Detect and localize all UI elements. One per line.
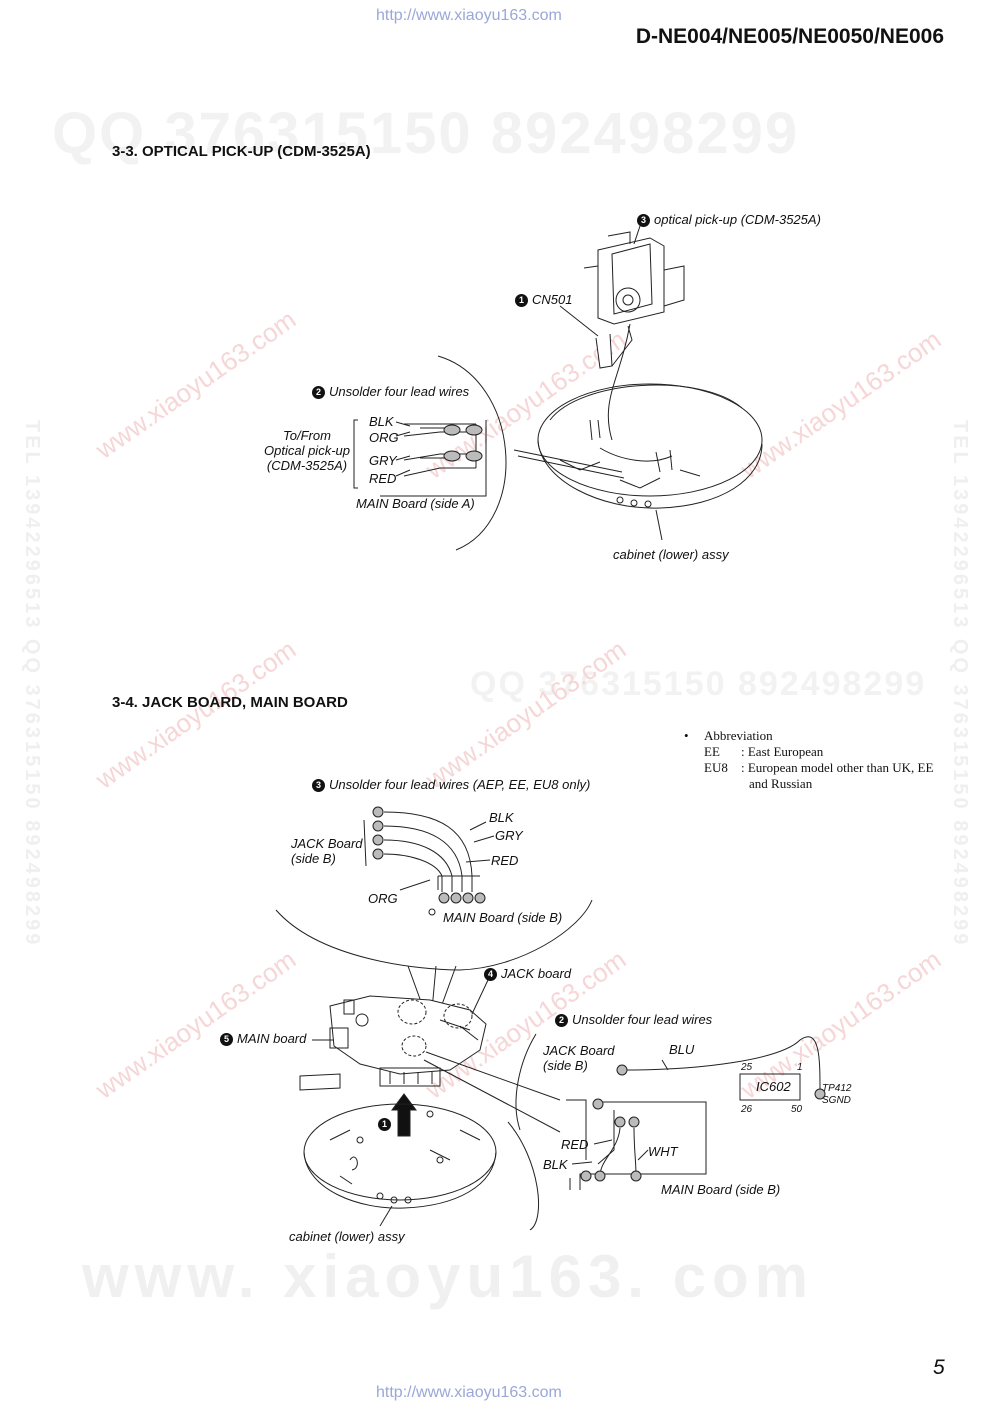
cabinet-drawing-top — [537, 383, 763, 509]
to-from-line-3: (CDM-3525A) — [266, 458, 348, 473]
jack-board-right-line-1: JACK Board — [543, 1043, 615, 1058]
step-1-text: CN501 — [532, 292, 573, 307]
ic602-box — [739, 1073, 801, 1101]
abbrev-eu8-row: EU8 : European model other than UK, EE — [684, 760, 933, 776]
watermark-side-left: TEL 13942296513 QQ 376315150 892498299 — [21, 420, 43, 948]
wire-label-blk-b: BLK — [489, 810, 514, 825]
watermark-side-right: TEL 13942296513 QQ 376315150 892498299 — [949, 420, 971, 948]
step-4-badge: 4 — [484, 968, 497, 981]
label-main-board-b: MAIN Board (side B) — [443, 910, 563, 925]
ic-pin-26: 26 — [741, 1104, 753, 1115]
label-cabinet-bottom: cabinet (lower) assy — [289, 1229, 405, 1244]
ic-pin-1: 1 — [797, 1062, 803, 1073]
to-from-line-1: To/From — [283, 428, 331, 443]
watermark-domain-large: www. xiaoyu163. com — [82, 1243, 815, 1310]
abbrev-ee-key: EE — [704, 744, 720, 759]
section-3-3-title: 3-3. OPTICAL PICK-UP (CDM-3525A) — [112, 143, 371, 160]
lift-arrow — [391, 1093, 417, 1137]
footer-url[interactable]: http://www.xiaoyu163.com — [376, 1384, 562, 1401]
label-to-from: To/From Optical pick-up (CDM-3525A) — [262, 428, 352, 473]
step-3-badge: 3 — [637, 214, 650, 227]
step-5-text: MAIN board — [237, 1031, 307, 1046]
label-jack-board-b: JACK Board (side B) — [291, 836, 363, 866]
step-2-badge: 2 — [312, 386, 325, 399]
step-2-text: Unsolder four lead wires — [329, 384, 470, 399]
wire-label-gry-b: GRY — [495, 828, 523, 843]
label-jack-board-right: JACK Board (side B) — [543, 1043, 615, 1073]
label-optical-pickup: 3 optical pick-up (CDM-3525A) — [637, 212, 821, 227]
model-title: D-NE004/NE005/NE0050/NE006 — [635, 25, 944, 48]
label-main-board-a: MAIN Board (side A) — [356, 496, 475, 511]
abbrev-eu8-row-2: and Russian — [684, 776, 933, 792]
right-wire-diagram — [566, 1036, 826, 1190]
label-unsolder-top: 2 Unsolder four lead wires — [312, 384, 469, 399]
step-3-text-b: Unsolder four lead wires (AEP, EE, EU8 o… — [329, 777, 591, 792]
label-step1-arrow: 1 — [378, 1116, 395, 1131]
label-main-board-step5: 5 MAIN board — [220, 1031, 306, 1046]
step-3-badge-b: 3 — [312, 779, 325, 792]
jack-board-line-1: JACK Board — [291, 836, 363, 851]
header-url[interactable]: http://www.xiaoyu163.com — [376, 7, 562, 24]
watermark-qq-top: QQ 376315150 892498299 — [52, 101, 800, 166]
wire-label-org: ORG — [369, 430, 399, 445]
wire-label-red-r: RED — [561, 1137, 589, 1152]
label-cabinet-top: cabinet (lower) assy — [613, 547, 729, 562]
abbreviation-block: •Abbreviation EE : East European EU8 : Eur… — [684, 728, 933, 792]
sgnd-label: SGND — [822, 1095, 851, 1106]
flex-cable — [595, 333, 613, 369]
label-cn501: 1 CN501 — [515, 292, 572, 307]
ic-pin-50: 50 — [791, 1104, 803, 1115]
abbrev-title: Abbreviation — [704, 728, 773, 743]
label-unsolder-aep: 3 Unsolder four lead wires (AEP, EE, EU8 … — [312, 777, 590, 792]
wire-diagram-top — [353, 419, 487, 497]
abbrev-ee-value: : East European — [741, 744, 824, 759]
step-2-badge-b: 2 — [555, 1014, 568, 1027]
wire-label-wht: WHT — [648, 1144, 678, 1159]
wire-label-red: RED — [369, 471, 397, 486]
ic602-label: IC602 — [756, 1079, 791, 1094]
optical-pickup-drawing — [583, 231, 685, 325]
callout-arc-top — [275, 899, 593, 971]
jack-wire-diagram — [363, 806, 495, 916]
wire-label-org-b: ORG — [368, 891, 398, 906]
label-jack-board-step4: 4 JACK board — [484, 966, 571, 981]
wire-label-gry: GRY — [369, 453, 397, 468]
step-3-text: optical pick-up (CDM-3525A) — [654, 212, 821, 227]
section-3-4-title: 3-4. JACK BOARD, MAIN BOARD — [112, 694, 348, 711]
wire-label-red-b: RED — [491, 853, 519, 868]
abbrev-ee-row: EE : East European — [684, 744, 933, 760]
page-number: 5 — [933, 1356, 945, 1379]
wire-label-blk: BLK — [369, 414, 394, 429]
abbrev-eu8-value-2: and Russian — [749, 776, 813, 791]
step-2-text-b: Unsolder four lead wires — [572, 1012, 713, 1027]
step-1-badge: 1 — [515, 294, 528, 307]
abbrev-eu8-value: : European model other than UK, EE — [741, 760, 934, 775]
jack-board-line-2: (side B) — [291, 851, 336, 866]
wire-label-blk-r: BLK — [543, 1157, 568, 1172]
tp412-label: TP412 — [822, 1083, 852, 1094]
watermark-qq-mid: QQ 376315150 892498299 — [470, 665, 927, 703]
abbrev-eu8-key: EU8 — [704, 760, 728, 775]
abbrev-title-row: •Abbreviation — [684, 728, 773, 743]
step-5-badge: 5 — [220, 1033, 233, 1046]
main-board-drawing — [299, 995, 487, 1091]
cabinet-drawing-bottom — [303, 1103, 497, 1209]
label-unsolder-right: 2 Unsolder four lead wires — [555, 1012, 712, 1027]
ic-pin-25: 25 — [741, 1062, 753, 1073]
to-from-line-2: Optical pick-up — [264, 443, 350, 458]
label-main-board-right: MAIN Board (side B) — [661, 1182, 781, 1197]
step-1-badge-b: 1 — [378, 1118, 391, 1131]
jack-board-right-line-2: (side B) — [543, 1058, 588, 1073]
wire-label-blu: BLU — [669, 1042, 695, 1057]
step-4-text: JACK board — [501, 966, 572, 981]
